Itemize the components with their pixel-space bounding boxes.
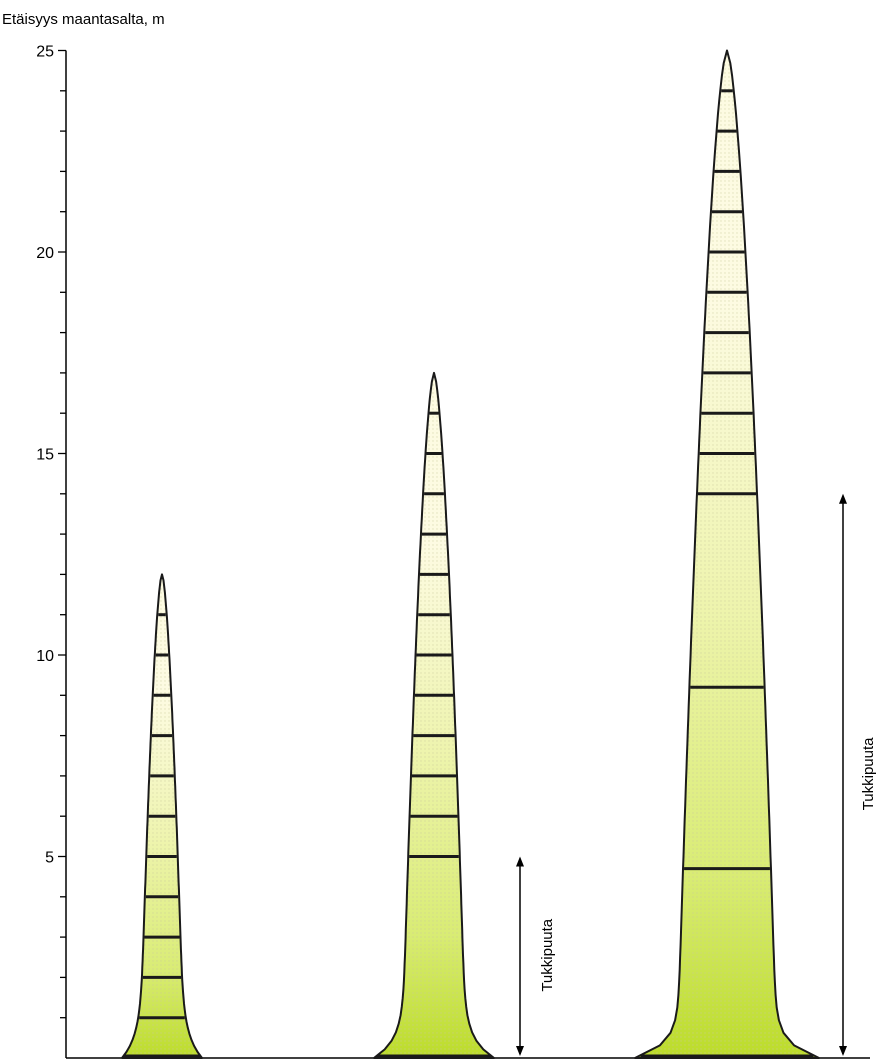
trunk-texture xyxy=(374,372,494,1058)
span-arrow-bottom xyxy=(516,1046,524,1056)
trunk-outline xyxy=(634,49,820,1059)
log-span-3: Tukkipuuta xyxy=(839,493,877,1056)
tree-2 xyxy=(373,371,495,1059)
y-axis-title: Etäisyys maantasalta, m xyxy=(2,11,165,28)
span-arrow-top xyxy=(516,856,524,867)
trunk-texture xyxy=(635,50,819,1058)
trunk-outline xyxy=(373,371,495,1059)
y-tick-label: 15 xyxy=(36,447,54,464)
span-arrow-bottom xyxy=(839,1046,847,1056)
trunk-outline xyxy=(121,573,203,1059)
span-label: Tukkipuuta xyxy=(539,918,556,991)
trees xyxy=(121,49,820,1059)
y-tick-label: 20 xyxy=(36,245,54,262)
y-tick-label: 5 xyxy=(45,850,54,867)
tree-1 xyxy=(121,573,203,1059)
log-span-2: Tukkipuuta xyxy=(516,856,556,1056)
tree-3 xyxy=(634,49,820,1059)
y-tick-label: 10 xyxy=(36,648,54,665)
y-tick-label: 25 xyxy=(36,44,54,61)
span-arrow-top xyxy=(839,493,847,504)
span-label: Tukkipuuta xyxy=(860,737,877,810)
